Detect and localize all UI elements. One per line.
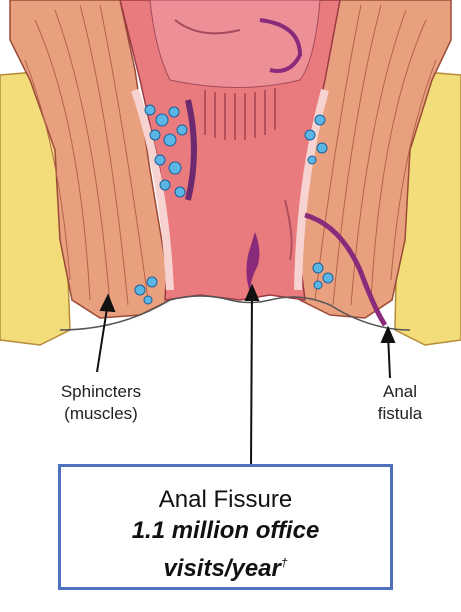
callout-stat-line2: visits/year†	[61, 547, 390, 585]
footnote-mark: †	[281, 556, 288, 570]
label-anal-fistula: Anal fistula	[355, 381, 445, 425]
label-fistula-line2: fistula	[355, 403, 445, 425]
callout-stat-line1: 1.1 million office	[61, 515, 390, 547]
label-fistula-line1: Anal	[355, 381, 445, 403]
label-sphincters-line1: Sphincters	[36, 381, 166, 403]
label-sphincters-line2: (muscles)	[36, 403, 166, 425]
callout-title: Anal Fissure	[61, 485, 390, 515]
callout-stat-line2-text: visits/year	[163, 555, 280, 582]
callout-box: Anal Fissure 1.1 million office visits/y…	[58, 464, 393, 590]
rectal-mucosa	[150, 0, 320, 88]
label-sphincters: Sphincters (muscles)	[36, 381, 166, 425]
